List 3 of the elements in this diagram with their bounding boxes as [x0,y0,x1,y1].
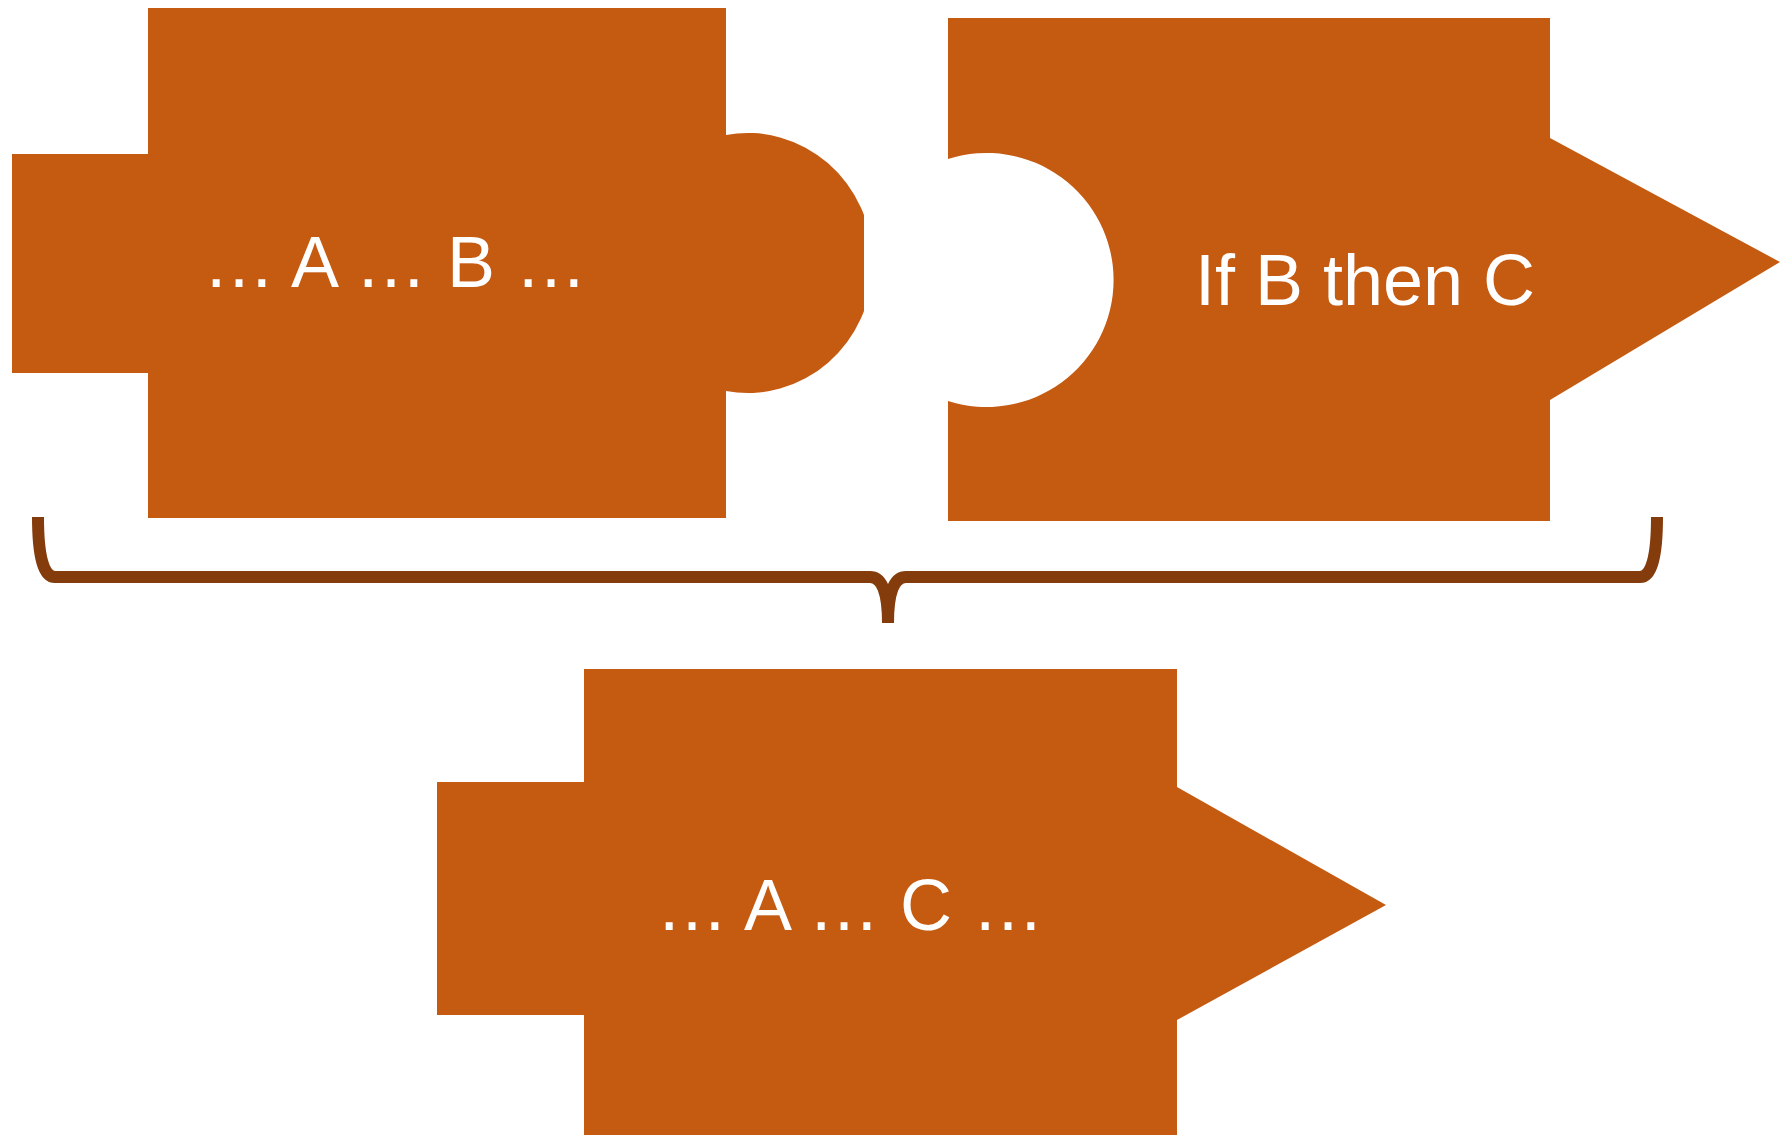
piece-label: If B then C [1194,239,1536,321]
piece-label: … A … C … [655,864,1045,946]
piece-label: … A … B … [202,221,588,303]
